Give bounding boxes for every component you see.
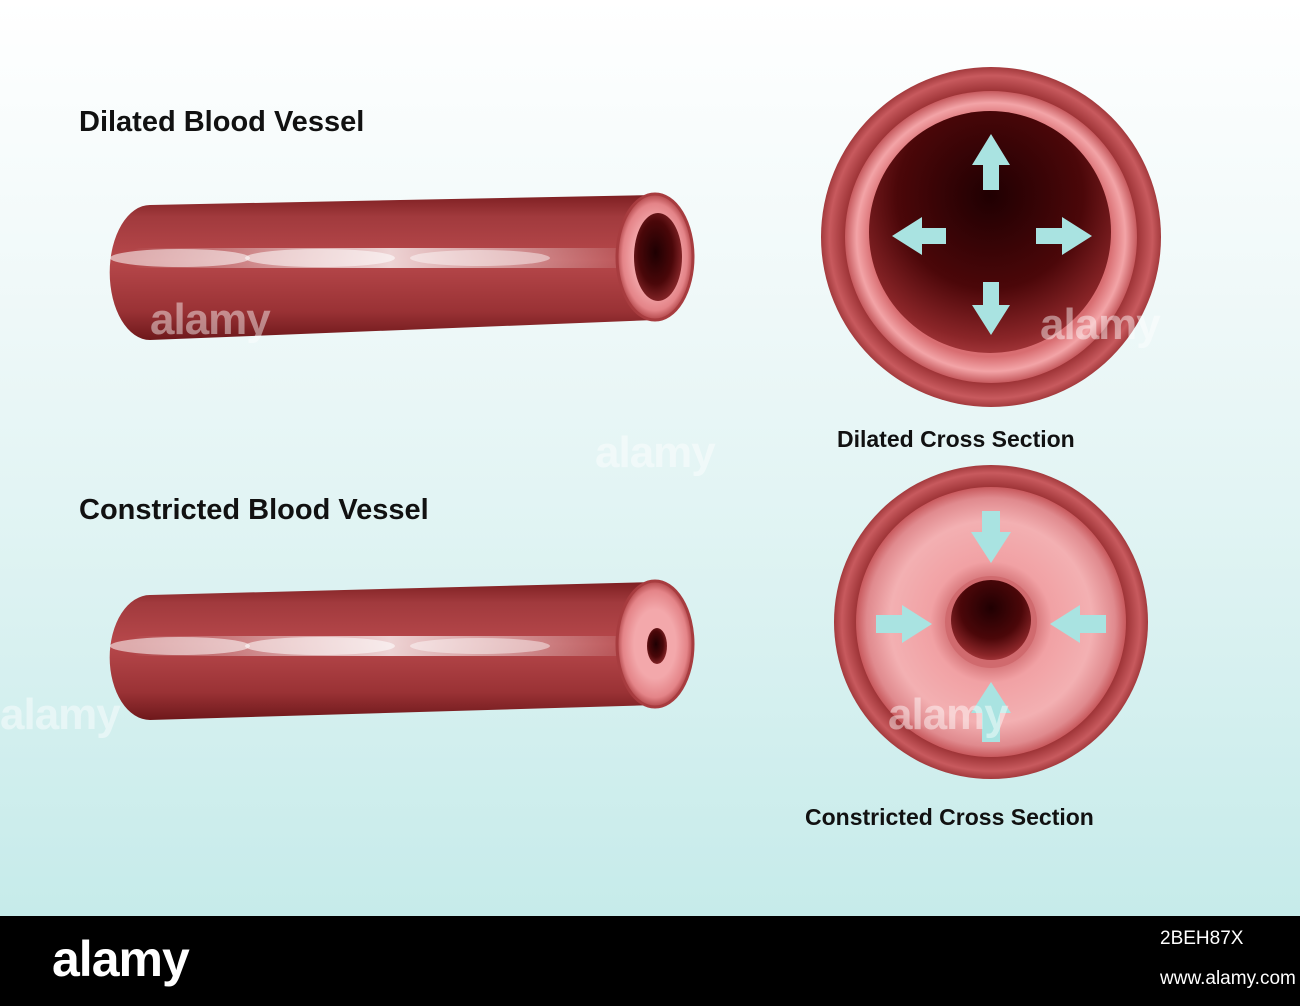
footer-bar: alamy 2BEH87X www.alamy.com [0,916,1300,1006]
constricted-tube-lumen [647,628,667,664]
dilated-vessel-title: Dilated Blood Vessel [79,106,365,138]
image-id: 2BEH87X [1160,928,1244,949]
arrow-left-inward [1050,605,1106,643]
arrow-right-inward [876,605,932,643]
arrow-left-outward [892,217,946,255]
alamy-logo: alamy [52,931,190,987]
site-url: www.alamy.com [1160,968,1296,989]
dilated-outward-arrows [892,134,1092,335]
constricted-inward-arrows [876,511,1106,742]
dilated-cross-section [821,67,1161,407]
dilated-cross-section-caption: Dilated Cross Section [837,426,1075,452]
constricted-cross-section-caption: Constricted Cross Section [805,804,1094,830]
constricted-vessel-title: Constricted Blood Vessel [79,494,429,526]
arrow-right-outward [1036,217,1092,255]
arrow-down-outward [972,282,1010,335]
dilated-tube-lumen [634,213,682,301]
arrow-up-outward [972,134,1010,190]
arrow-up-inward [971,682,1011,742]
constricted-vessel-tube [109,579,695,720]
dilated-vessel-tube [109,192,695,340]
diagram-canvas: Dilated Blood Vessel Constricted Blood V… [0,0,1300,916]
constricted-cross-section [834,465,1148,779]
arrow-down-inward [971,511,1011,563]
vessel-diagram [0,0,1300,916]
